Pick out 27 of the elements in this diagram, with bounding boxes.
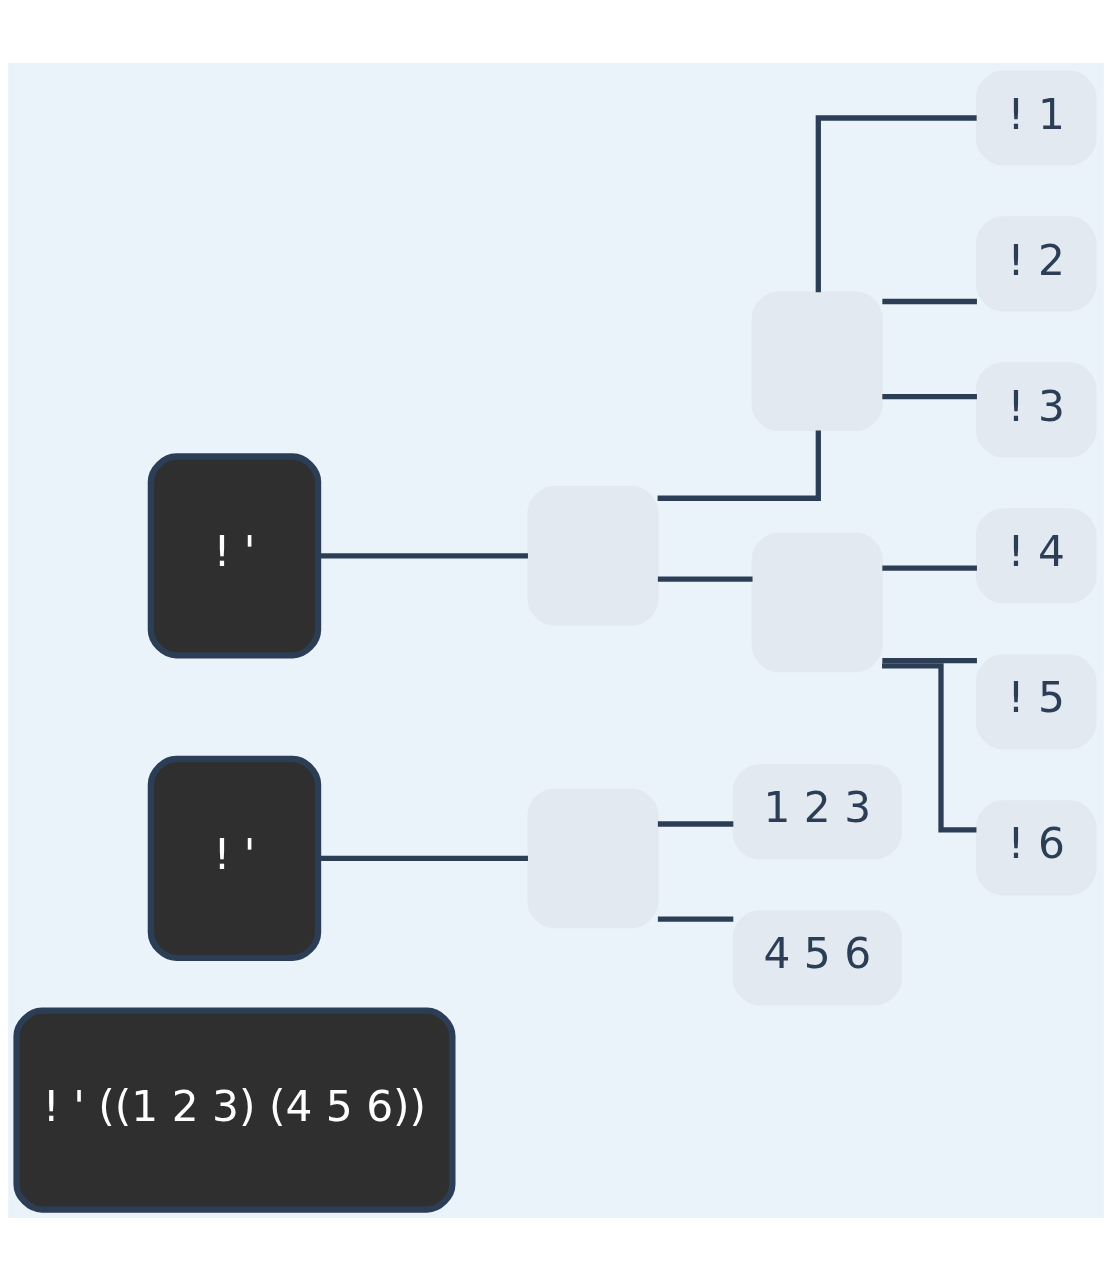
node-box: ! 1 — [975, 69, 1097, 166]
connector — [657, 576, 753, 582]
connector — [657, 430, 821, 501]
node-box: ! ' — [147, 755, 322, 961]
connector — [882, 393, 977, 399]
node-box: ! 6 — [975, 799, 1097, 895]
connector — [882, 662, 977, 832]
node-box: ! ' ((1 2 3) (4 5 6)) — [13, 1007, 456, 1213]
connector — [882, 657, 977, 663]
node-box: ! 5 — [975, 653, 1097, 749]
connector — [318, 552, 528, 559]
connector — [882, 298, 977, 304]
node-box: ! 3 — [975, 361, 1097, 457]
node-box — [751, 290, 883, 431]
node-box: ! 4 — [975, 507, 1097, 603]
node-box: 1 2 3 — [732, 763, 902, 859]
node-box: 4 5 6 — [732, 909, 902, 1005]
node-box: ! ' — [147, 452, 322, 658]
connector — [318, 855, 528, 861]
node-box — [751, 532, 883, 672]
connector — [882, 564, 977, 571]
node-box — [527, 788, 659, 928]
node-box: ! 2 — [975, 215, 1097, 312]
connector — [815, 114, 977, 292]
connector — [657, 820, 734, 827]
connector — [657, 916, 734, 922]
node-box — [527, 485, 659, 626]
